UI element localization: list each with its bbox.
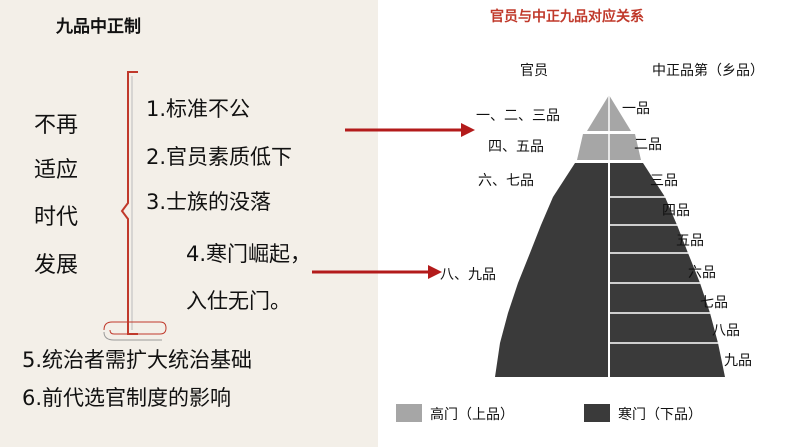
chart-title: 官员与中正九品对应关系: [490, 9, 644, 25]
vertical-text-1: 不再: [34, 113, 79, 138]
pyramid: [495, 95, 725, 377]
rank-label-3: 三品: [650, 173, 678, 189]
reason-1: 1.标准不公: [146, 97, 251, 121]
legend-label-low: 寒门（下品）: [618, 407, 702, 423]
rank-label-4: 四品: [662, 203, 690, 219]
reason-4: 4.寒门崛起，: [186, 242, 312, 266]
arrow-upper: [345, 123, 475, 137]
vertical-text-4: 发展: [34, 253, 79, 278]
officials-label-1: 一、二、三品: [476, 108, 560, 124]
reason-5: 5.统治者需扩大统治基础: [22, 348, 253, 372]
rank-label-9: 九品: [724, 353, 752, 369]
rank-label-6: 六品: [688, 265, 716, 281]
rank-label-2: 二品: [634, 137, 662, 153]
rank-label-8: 八品: [712, 323, 740, 339]
legend-label-high: 高门（上品）: [430, 407, 514, 423]
rank-label-1: 一品: [622, 101, 650, 117]
vertical-text-2: 适应: [34, 158, 79, 183]
legend-swatch-high: [396, 404, 422, 422]
left-panel: [0, 0, 378, 447]
reason-3: 3.士族的没落: [146, 190, 272, 214]
arrow-lower: [312, 265, 442, 279]
reason-6: 6.前代选官制度的影响: [22, 386, 232, 410]
vertical-text-3: 时代: [34, 205, 79, 230]
officials-label-4: 八、九品: [440, 267, 496, 283]
page-title: 九品中正制: [56, 17, 141, 37]
reason-2: 2.官员素质低下: [146, 145, 293, 169]
ranks-header: 中正品第（乡品）: [652, 63, 764, 79]
reason-4-cont: 入仕无门。: [186, 289, 291, 313]
officials-label-2: 四、五品: [488, 139, 544, 155]
rank-label-5: 五品: [676, 233, 704, 249]
scroll-decoration: [103, 321, 167, 341]
legend-swatch-low: [584, 404, 610, 422]
rank-label-7: 七品: [700, 295, 728, 311]
officials-label-3: 六、七品: [478, 173, 534, 189]
officials-header: 官员: [520, 63, 548, 79]
